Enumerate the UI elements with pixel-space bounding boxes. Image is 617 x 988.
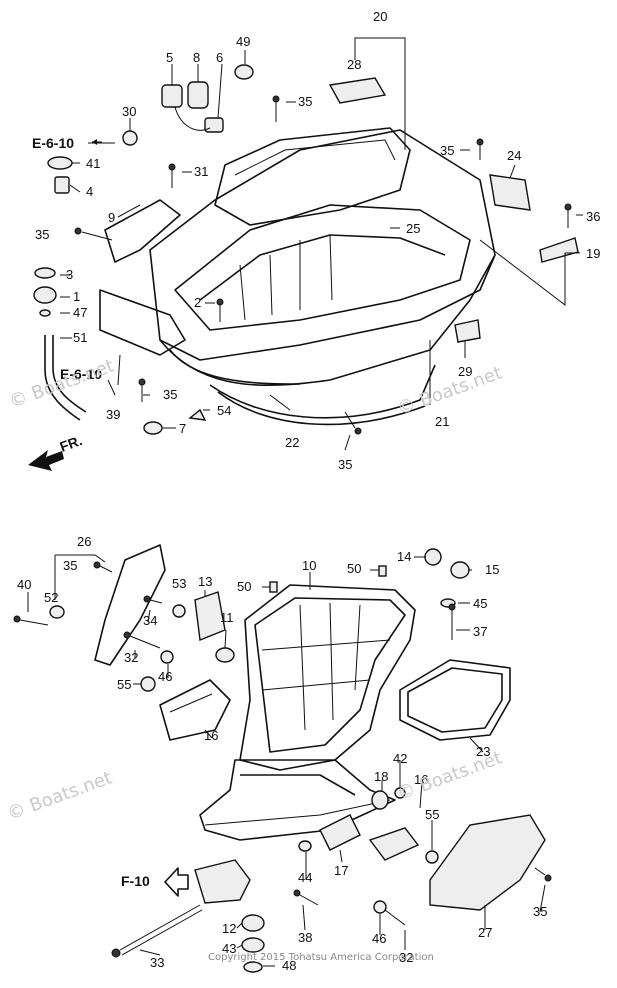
callout-12: 12 — [222, 921, 236, 936]
callout-15: 15 — [485, 562, 499, 577]
callout-45: 45 — [473, 596, 487, 611]
callout-37: 37 — [473, 624, 487, 639]
callout-46-b: 46 — [372, 931, 386, 946]
callout-f-10: F-10 — [121, 873, 150, 889]
watermark-left-lower: © Boats.net — [5, 767, 115, 824]
callout-46-a: 46 — [158, 669, 172, 684]
callout-19: 19 — [586, 246, 600, 261]
callout-33: 33 — [150, 955, 164, 970]
callout-14: 14 — [397, 549, 411, 564]
callout-54: 54 — [217, 403, 231, 418]
callout-32-b: 32 — [399, 950, 413, 965]
watermark-left: © Boats.net — [7, 355, 117, 412]
callout-36: 36 — [586, 209, 600, 224]
callout-27: 27 — [478, 925, 492, 940]
callout-7: 7 — [179, 421, 186, 436]
copyright-text: Copyright 2015 Tohatsu America Corporati… — [208, 952, 434, 963]
watermark-right-upper: © Boats.net — [395, 362, 505, 419]
callout-16-b: 16 — [414, 772, 428, 787]
callout-49: 49 — [236, 34, 250, 49]
extension-case-drawing — [13, 544, 552, 973]
callout-50-b: 50 — [347, 561, 361, 576]
callout-23: 23 — [476, 744, 490, 759]
callout-42: 42 — [393, 751, 407, 766]
callout-17: 17 — [334, 863, 348, 878]
front-marker-label: FR. — [58, 432, 85, 455]
callout-3: 3 — [66, 267, 73, 282]
callout-6: 6 — [216, 50, 223, 65]
callout-5: 5 — [166, 50, 173, 65]
callout-50-a: 50 — [237, 579, 251, 594]
callout-51: 51 — [73, 330, 87, 345]
callout-25: 25 — [406, 221, 420, 236]
callout-26: 26 — [77, 534, 91, 549]
callout-35-b: 35 — [440, 143, 454, 158]
callout-40: 40 — [17, 577, 31, 592]
callout-32-a: 32 — [124, 650, 138, 665]
callout-31: 31 — [194, 164, 208, 179]
callout-22: 22 — [285, 435, 299, 450]
bottom-cowling-drawing — [33, 37, 583, 451]
callout-30: 30 — [122, 104, 136, 119]
callout-9: 9 — [108, 210, 115, 225]
callout-35-c: 35 — [35, 227, 49, 242]
callout-4: 4 — [86, 184, 93, 199]
callout-1: 1 — [73, 289, 80, 304]
callout-28: 28 — [347, 57, 361, 72]
callout-13: 13 — [198, 574, 212, 589]
callout-11: 11 — [220, 610, 234, 625]
callout-10: 10 — [302, 558, 316, 573]
callout-43: 43 — [222, 941, 236, 956]
callout-24: 24 — [507, 148, 521, 163]
callout-e-6-10-b: E-6-10 — [60, 366, 102, 382]
callouts-lower: 26 14 15 40 52 35 53 13 10 50 50 45 34 1… — [17, 534, 547, 973]
watermark-right-lower: © Boats.net — [395, 747, 505, 804]
callout-52: 52 — [44, 590, 58, 605]
callout-21: 21 — [435, 414, 449, 429]
callout-38: 38 — [298, 930, 312, 945]
callout-35-g: 35 — [533, 904, 547, 919]
callout-35-e: 35 — [338, 457, 352, 472]
callout-44: 44 — [298, 870, 312, 885]
callout-53: 53 — [172, 576, 186, 591]
callout-29: 29 — [458, 364, 472, 379]
e-6-10-arrowhead-icon — [92, 139, 97, 145]
callout-18: 18 — [374, 769, 388, 784]
callout-e-6-10-a: E-6-10 — [32, 135, 74, 151]
callout-48: 48 — [282, 958, 296, 973]
callout-35-f: 35 — [63, 558, 77, 573]
callout-55-a: 55 — [117, 677, 131, 692]
callout-16-a: 16 — [204, 728, 218, 743]
callouts-upper: 20 49 5 8 6 28 35 30 E-6-10 41 4 31 35 2… — [32, 9, 600, 472]
callout-2: 2 — [194, 295, 201, 310]
callout-35-a: 35 — [298, 94, 312, 109]
callout-55-b: 55 — [425, 807, 439, 822]
callout-34: 34 — [143, 613, 157, 628]
callout-39: 39 — [106, 407, 120, 422]
callout-41: 41 — [86, 156, 100, 171]
callout-47: 47 — [73, 305, 87, 320]
front-arrow-icon — [28, 450, 64, 471]
callout-35-d: 35 — [163, 387, 177, 402]
callout-20: 20 — [373, 9, 387, 24]
callout-8: 8 — [193, 50, 200, 65]
